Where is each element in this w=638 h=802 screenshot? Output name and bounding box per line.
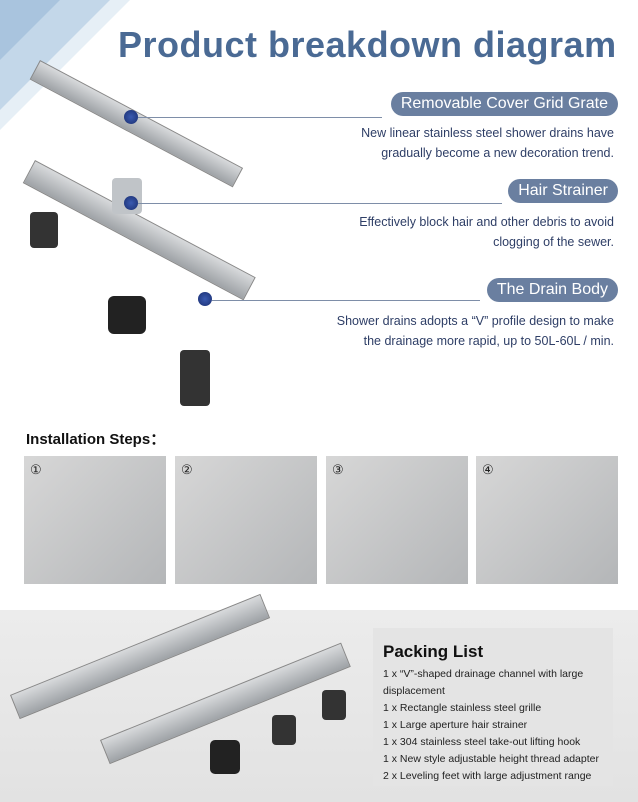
packing-item: 1 x Large aperture hair strainer — [383, 719, 528, 731]
install-step-2: ② — [175, 456, 317, 584]
step-number: ④ — [482, 462, 494, 477]
installation-heading: Installation Steps： — [26, 431, 166, 448]
part-label-body: The Drain Body — [486, 278, 618, 302]
part-desc: the drainage more rapid, up to 50L-60L /… — [363, 334, 614, 348]
step-number: ① — [30, 462, 42, 477]
packing-list: Packing List 1 x “V”-shaped drainage cha… — [373, 628, 613, 786]
part-desc: Effectively block hair and other debris … — [359, 215, 614, 229]
body-marker — [198, 292, 212, 306]
strainer-marker — [124, 196, 138, 210]
grate-marker — [124, 110, 138, 124]
part-label-strainer: Hair Strainer — [508, 179, 618, 203]
part-desc: Shower drains adopts a “V” profile desig… — [336, 314, 614, 328]
packing-item: 1 x “V”-shaped drainage channel with lar… — [383, 668, 584, 697]
packing-item: 1 x Rectangle stainless steel grille — [383, 702, 542, 714]
packing-item: 1 x New style adjustable height thread a… — [383, 753, 599, 765]
install-step-3: ③ — [326, 456, 468, 584]
part-desc: gradually become a new decoration trend. — [381, 146, 614, 160]
part-desc: clogging of the sewer. — [493, 235, 614, 249]
packing-title: Packing List — [383, 642, 484, 661]
step-number: ② — [181, 462, 193, 477]
install-step-4: ④ — [476, 456, 618, 584]
packing-item: 1 x 304 stainless steel take-out lifting… — [383, 736, 581, 748]
background-shapes — [0, 0, 130, 130]
step-number: ③ — [332, 462, 344, 477]
part-label-grate: Removable Cover Grid Grate — [390, 92, 618, 116]
part-desc: New linear stainless steel shower drains… — [361, 126, 614, 140]
install-step-1: ① — [24, 456, 166, 584]
packing-item: 2 x Leveling feet with large adjustment … — [383, 770, 592, 782]
page-title: Product breakdown diagram — [118, 24, 617, 65]
